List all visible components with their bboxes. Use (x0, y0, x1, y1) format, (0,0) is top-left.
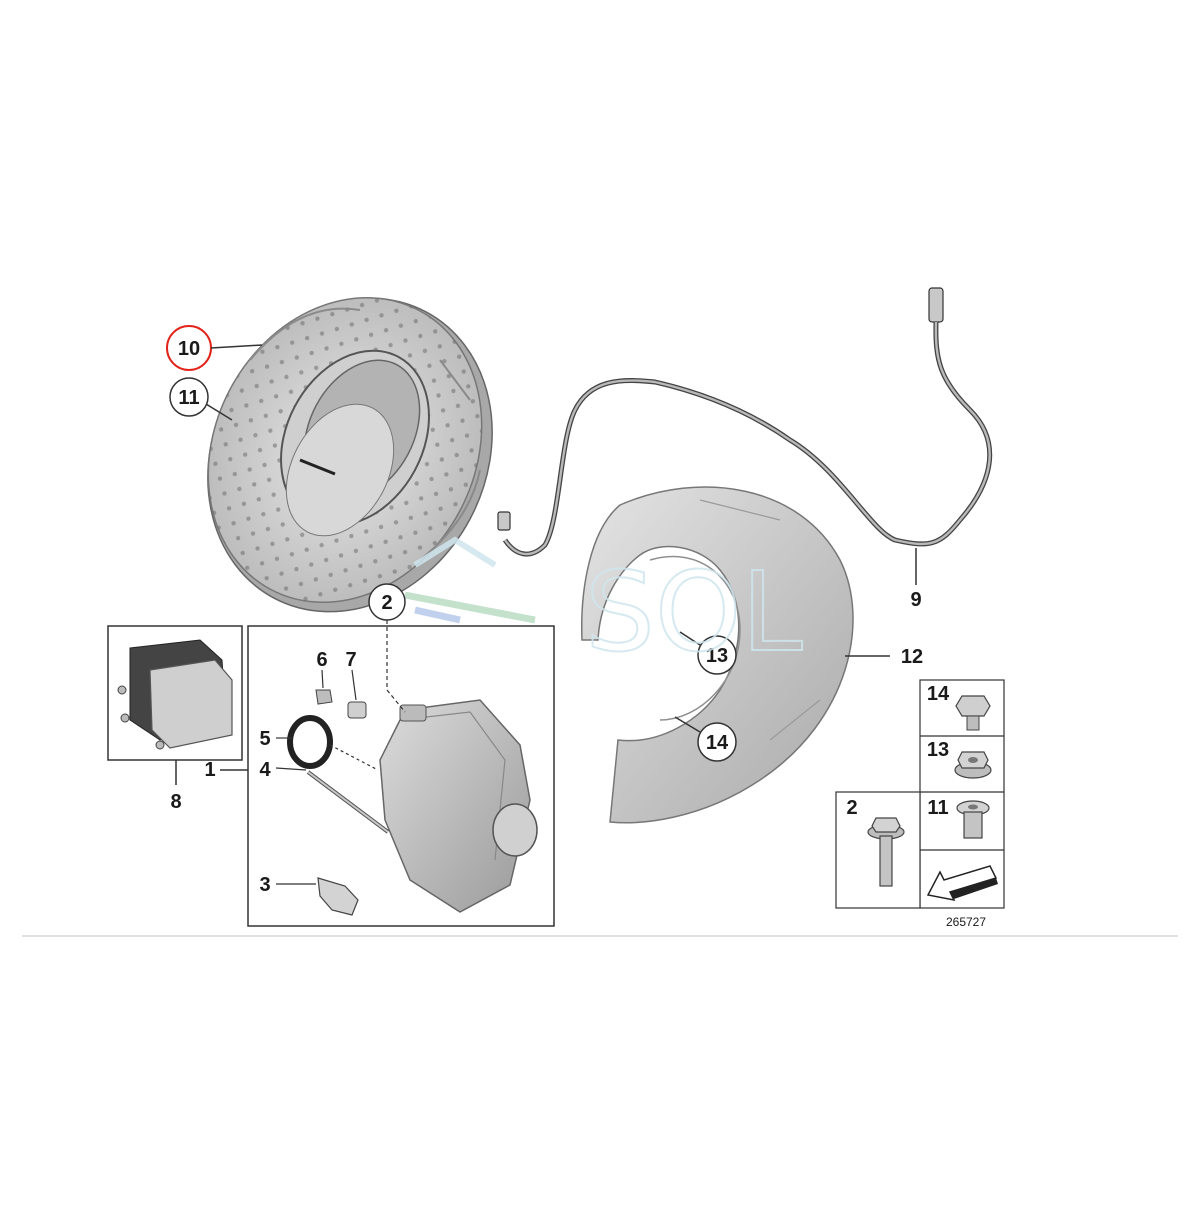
callout-14-shield[interactable]: 14 (674, 716, 737, 762)
callout-3[interactable]: 3 (259, 874, 270, 896)
callout-4[interactable]: 4 (259, 759, 271, 781)
dust-shield (581, 486, 854, 824)
callout-6-label: 6 (316, 649, 327, 671)
callout-9[interactable]: 9 (910, 548, 922, 611)
callout-1[interactable]: 1 (204, 759, 215, 781)
callout-13-shield[interactable]: 13 (679, 631, 737, 675)
callout-8[interactable]: 8 (170, 791, 181, 813)
caliper-box[interactable] (220, 613, 555, 927)
brake-pads-box[interactable] (107, 625, 243, 785)
callout-10-label: 10 (178, 338, 200, 360)
fastener-row-14-label: 14 (927, 683, 950, 705)
callout-4-label: 4 (259, 759, 271, 781)
reference-number: 265727 (946, 915, 986, 929)
callout-12[interactable]: 12 (845, 646, 923, 668)
callout-7-label: 7 (345, 649, 356, 671)
brake-disc (207, 296, 493, 613)
fastener-row-14[interactable]: 14 (927, 683, 991, 731)
orientation-arrow-icon (926, 865, 998, 902)
fastener-row-13-label: 13 (927, 739, 949, 761)
watermark: SOL (404, 536, 804, 677)
fastener-table: 14 13 11 2 265727 (835, 679, 1005, 929)
callout-7[interactable]: 7 (345, 649, 356, 671)
watermark-text: SOL (585, 548, 803, 676)
callout-5[interactable]: 5 (259, 728, 270, 750)
fastener-row-13[interactable]: 13 (927, 739, 992, 779)
callout-13-shield-label: 13 (706, 645, 728, 667)
callout-3-label: 3 (259, 874, 270, 896)
callout-2-caliper-label: 2 (381, 592, 392, 614)
fastener-row-11[interactable]: 11 (927, 797, 990, 839)
wear-sensor (497, 287, 993, 557)
fastener-bolt-2-label: 2 (846, 797, 857, 819)
fastener-row-11-label: 11 (927, 797, 948, 819)
callout-11-label: 11 (178, 387, 199, 409)
callout-2-caliper[interactable]: 2 (368, 583, 406, 621)
callout-11[interactable]: 11 (169, 377, 233, 421)
callout-14-shield-label: 14 (706, 732, 729, 754)
callout-9-label: 9 (910, 589, 921, 611)
callout-8-label: 8 (170, 791, 181, 813)
callout-10[interactable]: 10 (166, 325, 263, 371)
callout-12-label: 12 (901, 646, 923, 668)
callout-5-label: 5 (259, 728, 270, 750)
callout-6[interactable]: 6 (316, 649, 327, 671)
callout-1-label: 1 (204, 759, 215, 781)
fastener-bolt-2[interactable]: 2 (846, 797, 905, 887)
